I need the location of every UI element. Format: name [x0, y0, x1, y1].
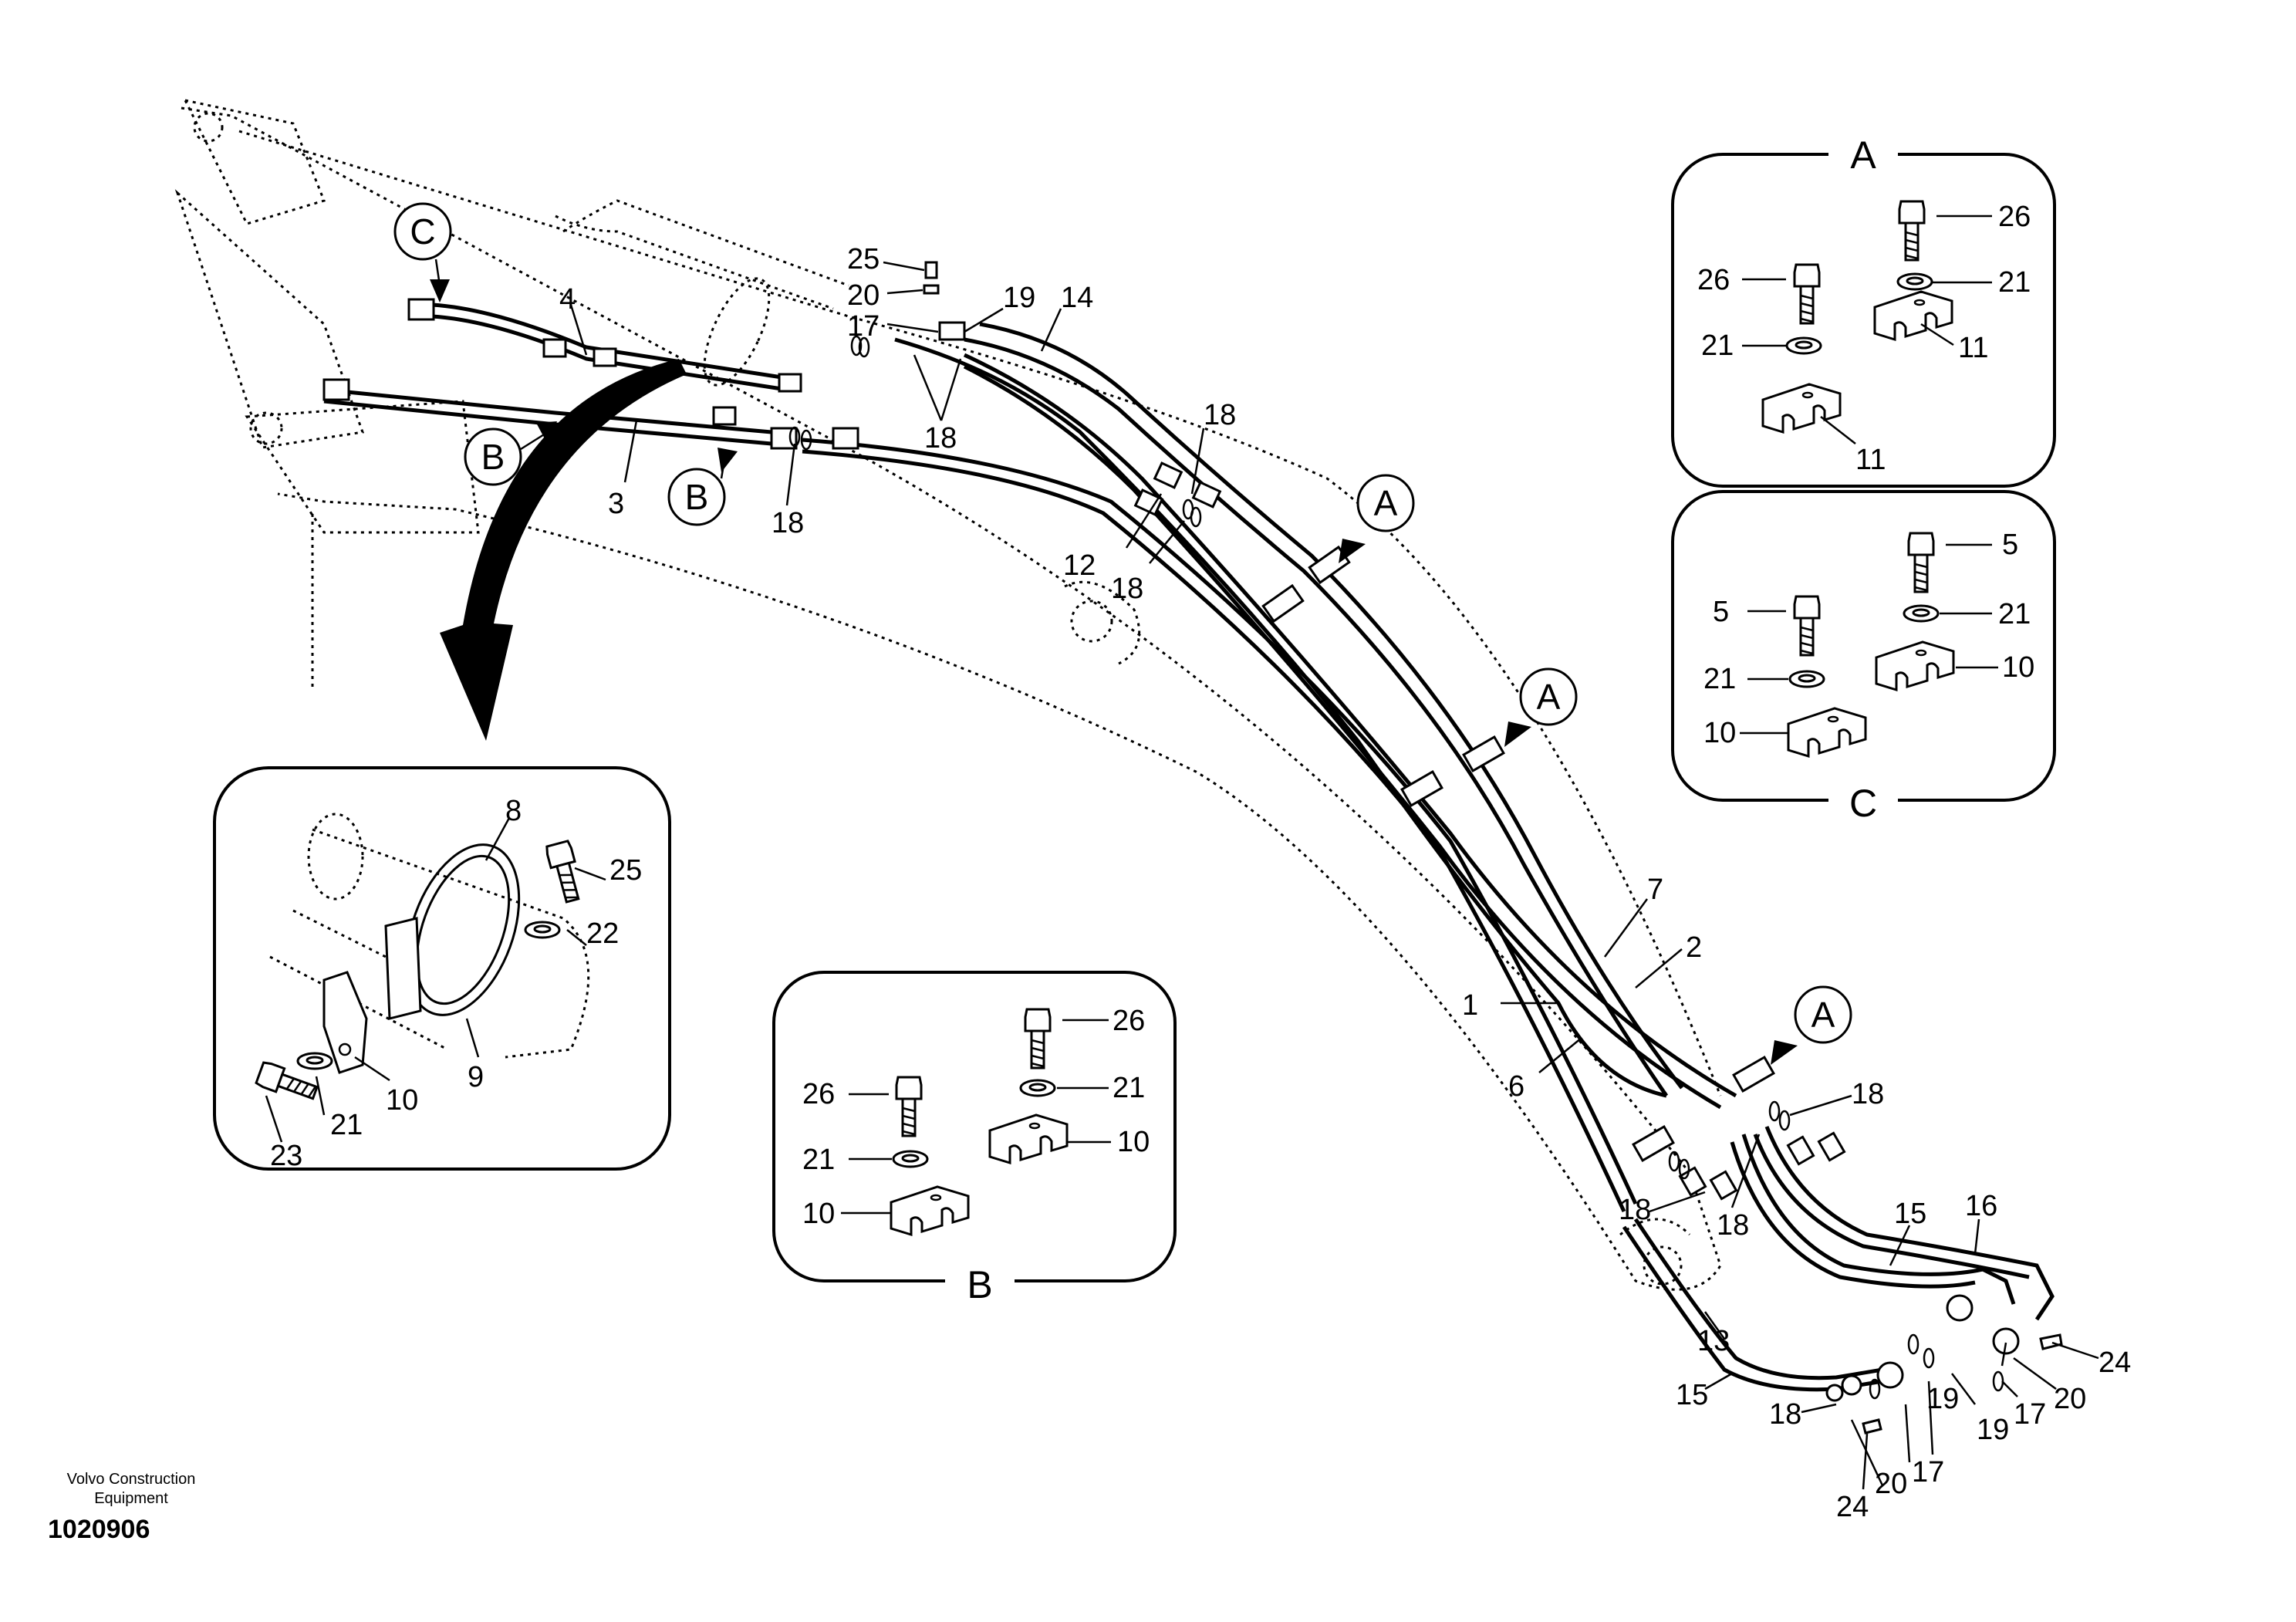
part-label: 10: [802, 1198, 835, 1230]
part-label: 18: [1204, 399, 1236, 431]
part-label: 18: [1769, 1398, 1801, 1431]
part-label: 18: [1852, 1078, 1884, 1110]
part-label: 1: [1462, 989, 1478, 1022]
part-label: 22: [586, 917, 619, 950]
part-label: 21: [1703, 663, 1736, 695]
part-label: 11: [1958, 332, 1988, 364]
callout-a: A: [1537, 677, 1561, 717]
inset-c: C 5 21 10 5 21 10: [1671, 490, 2056, 826]
inset-clamp-detail: 8 25 22 9 10 21 23: [213, 766, 671, 1172]
part-label: 26: [1697, 264, 1730, 296]
inset-title: C: [1849, 782, 1877, 825]
part-label: 24: [1836, 1491, 1869, 1523]
part-label: 21: [1113, 1072, 1145, 1104]
part-label: 17: [847, 310, 880, 343]
part-label: 10: [1117, 1126, 1150, 1158]
inset-title: B: [967, 1263, 992, 1306]
part-label: 26: [1113, 1005, 1145, 1037]
company-line-2: Equipment: [94, 1490, 168, 1507]
part-label: 2: [1686, 931, 1702, 964]
part-label: 15: [1676, 1379, 1708, 1411]
boom-outline: [174, 98, 1722, 1291]
part-label: 13: [1697, 1325, 1730, 1357]
part-label: 17: [2014, 1398, 2046, 1431]
detail-arrow: [440, 359, 687, 741]
part-label: 25: [609, 854, 642, 887]
part-label: 19: [1926, 1383, 1959, 1415]
part-label: 21: [330, 1109, 363, 1141]
part-label: 20: [1875, 1468, 1907, 1500]
part-label: 18: [1717, 1209, 1749, 1242]
part-label: 3: [608, 488, 624, 520]
part-label: 25: [847, 243, 880, 275]
inset-a: A 26 21 11 26 21 11: [1671, 131, 2056, 488]
part-label: 24: [2098, 1347, 2131, 1379]
part-label: 21: [802, 1144, 835, 1176]
company-line-1: Volvo Construction: [66, 1471, 196, 1488]
leader-lines: [430, 259, 2099, 1490]
part-label: 21: [1998, 598, 2031, 630]
callout-b: B: [481, 437, 505, 477]
part-label: 16: [1965, 1190, 1997, 1222]
part-label: 7: [1647, 874, 1663, 906]
callout-a: A: [1374, 483, 1398, 523]
part-label: 12: [1063, 549, 1096, 582]
part-label: 9: [468, 1061, 484, 1093]
hose-lines: [323, 302, 2055, 1392]
part-label: 15: [1894, 1198, 1926, 1230]
part-label: 10: [386, 1084, 418, 1117]
part-label: 14: [1061, 282, 1093, 314]
part-label: 8: [505, 795, 522, 827]
inset-title: A: [1850, 133, 1876, 177]
part-label: 21: [1998, 266, 2031, 299]
part-label: 10: [1703, 717, 1736, 749]
main-labels: 25 20 17 19 14 4 3 18 18 18 12 18 1 6 7 …: [559, 243, 2131, 1523]
part-label: 10: [2002, 651, 2034, 684]
part-label: 11: [1855, 444, 1886, 476]
part-label: 21: [1701, 329, 1734, 362]
callout-b: B: [685, 477, 709, 517]
part-label: 19: [1977, 1414, 2009, 1446]
callout-a: A: [1811, 995, 1835, 1035]
callouts: C B B A A A: [393, 202, 1852, 1044]
part-label: 26: [1998, 201, 2031, 233]
callout-c: C: [410, 211, 435, 252]
part-label: 4: [559, 283, 576, 316]
part-label: 18: [772, 507, 804, 539]
hose-clamps: [322, 261, 2063, 1434]
company-name: Volvo Construction Equipment: [31, 1470, 231, 1509]
part-label: 17: [1912, 1456, 1944, 1489]
inset-b: B 26 21 10 26 21 10: [772, 971, 1177, 1308]
part-label: 23: [270, 1140, 302, 1172]
part-label: 18: [1619, 1194, 1651, 1226]
part-label: 26: [802, 1078, 835, 1110]
part-label: 5: [1713, 596, 1729, 628]
part-label: 18: [1111, 573, 1143, 605]
drawing-number: 1020906: [48, 1515, 150, 1544]
part-label: 6: [1508, 1070, 1524, 1103]
part-label: 20: [847, 279, 880, 312]
part-label: 19: [1003, 282, 1035, 314]
part-label: 5: [2002, 529, 2018, 561]
part-label: 20: [2054, 1383, 2086, 1415]
part-label: 18: [924, 422, 957, 454]
